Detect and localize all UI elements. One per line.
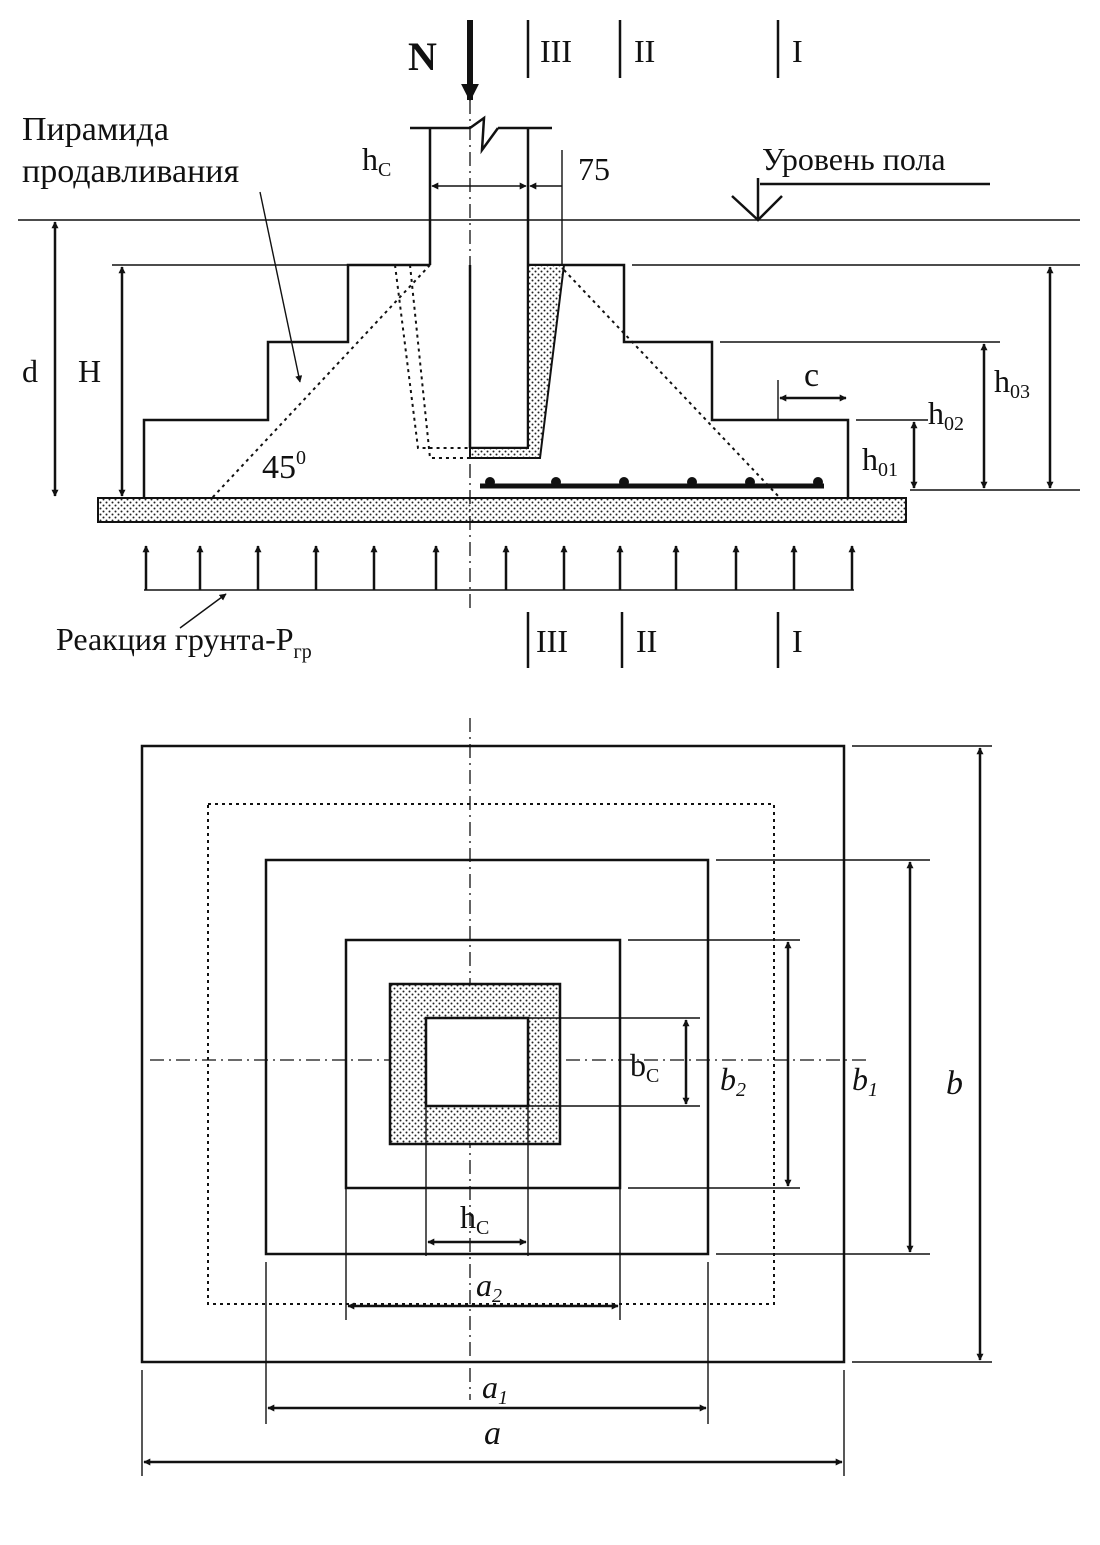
depth-label: d: [22, 353, 38, 389]
rebar-dot: [619, 477, 629, 487]
a-label: a: [484, 1415, 501, 1452]
a1-label: a1: [482, 1369, 508, 1409]
section-label-III-top: III: [540, 33, 572, 69]
b1-label: b1: [852, 1061, 878, 1101]
column-break-mark: [469, 115, 500, 155]
plan-view: bC b2 b1 b hC a2: [140, 718, 992, 1476]
reaction-label: Реакция грунта-Pгр: [56, 621, 312, 663]
rebar-dot: [813, 477, 823, 487]
a2-label: a2: [476, 1267, 502, 1307]
hc-label: hC: [460, 1199, 489, 1239]
section-label-III-bottom: III: [536, 623, 568, 659]
pyramid-label-line1: Пирамида: [22, 111, 169, 148]
socket-left-dotted2: [409, 264, 470, 459]
pyramid-right: [563, 269, 781, 499]
plan-step2-outline: [344, 938, 622, 1190]
section-label-II-top: II: [634, 33, 655, 69]
plan-base-outline: [140, 744, 846, 1364]
h01-label: h01: [862, 441, 898, 481]
floor-level-label: Уровень пола: [762, 141, 946, 177]
plan-column: [424, 1016, 530, 1108]
section-label-I-bottom: I: [792, 623, 803, 659]
b-label: b: [946, 1065, 963, 1102]
rebar-dot: [745, 477, 755, 487]
h03-label: h03: [994, 363, 1030, 403]
step-dim-label: c: [804, 357, 819, 394]
rebar-dot: [687, 477, 697, 487]
angle-label: 450: [262, 447, 306, 486]
base-pad: [97, 497, 907, 523]
plan-pyramid-outline: [207, 803, 775, 1305]
plan-step1-outline: [264, 858, 710, 1256]
pyramid-left: [211, 264, 431, 499]
rebar-dot: [485, 477, 495, 487]
height-label: H: [78, 353, 101, 389]
socket-grout: [469, 264, 566, 459]
section-view: N III II I Пирамида продавливания hC 75 …: [18, 20, 1080, 668]
gap-dim-label: 75: [578, 151, 610, 187]
section-label-II-bottom: II: [636, 623, 657, 659]
soil-reaction-arrows: [142, 545, 856, 591]
bc-label: bC: [630, 1047, 659, 1087]
load-label: N: [408, 34, 437, 79]
plan-grout-ring: [388, 982, 562, 1146]
rebar-dot: [551, 477, 561, 487]
reaction-leader: [179, 593, 227, 629]
pyramid-leader: [259, 191, 303, 383]
socket-left-dotted: [394, 264, 470, 449]
b2-label: b2: [720, 1061, 746, 1101]
foundation-outline-right: [528, 263, 850, 498]
h02-label: h02: [928, 395, 964, 435]
column-dim-label: hC: [362, 141, 391, 181]
section-label-I-top: I: [792, 33, 803, 69]
pyramid-label-line2: продавливания: [22, 153, 239, 190]
